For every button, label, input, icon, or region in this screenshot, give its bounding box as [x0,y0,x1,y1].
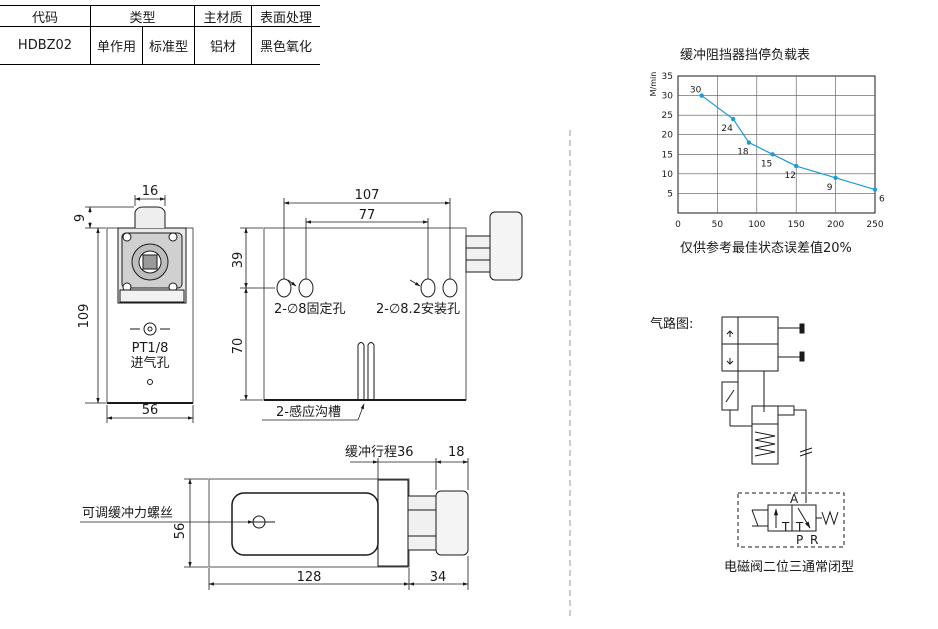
port-caption: 进气孔 [130,355,169,371]
chart-y-tick: 35 [662,72,673,82]
spec-data-row: HDBZ02 单作用 标准型 铝材 黑色氧化 [0,26,321,65]
chart-x-tick: 50 [712,220,724,230]
chart-point [872,187,878,192]
port-t2: T [795,520,804,534]
chart-point [794,163,799,169]
dim-width: 56 [142,403,159,418]
chart-x-tick: 250 [866,220,883,230]
chart-y-tick: 30 [662,92,674,102]
chart-x-tick: 100 [748,220,765,230]
dim-inner: 77 [359,208,376,223]
header-surface: 表面处理 [251,5,321,27]
chart-ticks: 0 50 100 150 200 250 5 10 15 20 25 30 35 [662,72,884,230]
pneumatic-label: 气路图: [650,316,693,332]
chart-title: 缓冲阻挡器挡停负载表 [680,47,810,63]
dim-top-height: 9 [73,214,88,222]
groove-label: 2-感应沟槽 [276,404,341,420]
chart-y-tick: 20 [662,131,674,141]
chart-series: 30 24 18 15 12 9 6 [690,86,885,205]
stroke-label: 缓冲行程36 [345,445,414,460]
chart-point [833,175,838,180]
spec-header-row: 代码 类型 主材质 表面处理 [0,5,321,27]
hole-left-label: 2-∅8固定孔 [274,302,346,317]
chart-point [730,116,736,122]
header-material: 主材质 [194,5,252,27]
cell-material: 铝材 [194,26,252,65]
top-view [208,478,469,568]
dim-bottom-section: 70 [231,338,246,355]
dim-56-top: 56 [173,523,188,540]
cell-code: HDBZ02 [0,26,91,65]
side-view-dimensions [240,198,451,421]
front-view [106,206,194,404]
spec-table: 代码 类型 主材质 表面处理 HDBZ02 单作用 标准型 铝材 黑色氧化 [0,5,321,65]
dim-top-section: 39 [231,252,246,269]
dim-128: 128 [297,570,322,585]
port-t1: T [781,520,790,534]
chart-y-tick: 5 [667,189,673,199]
chart-data-label: 15 [761,159,772,169]
dim-top-width: 16 [142,184,159,199]
chart-y-tick: 15 [662,150,673,160]
port-p: P [796,533,803,547]
chart-y-tick: 10 [662,170,674,180]
chart-data-label: 12 [784,171,795,181]
chart-frame [677,75,876,214]
dim-height: 109 [77,304,92,329]
pneumatic-diagram [721,316,845,548]
chart-x-tick: 200 [827,220,844,230]
cell-action: 单作用 [89,26,143,65]
cell-surface: 黑色氧化 [251,26,321,65]
chart-data-label: 18 [737,148,749,158]
dim-34: 34 [430,570,447,585]
side-view [263,211,523,401]
hole-right-label: 2-∅8.2安装孔 [376,302,460,317]
pneumatic-caption: 电磁阀二位三通常闭型 [724,560,854,575]
chart-data-label: 24 [721,124,733,134]
port-r: R [810,533,818,547]
chart-y-tick: 25 [662,111,673,121]
cell-model: 标准型 [142,26,195,65]
port-a: A [790,492,799,506]
chart-grid [677,75,876,214]
chart-x-tick: 150 [788,220,805,230]
chart-x-tick: 0 [675,220,681,230]
top-view-dimensions [80,458,469,590]
chart-caption: 仅供参考最佳状态误差值20% [680,240,852,256]
chart-point [770,152,775,157]
port-label: PT1/8 [132,341,169,356]
chart-data-label: 9 [827,183,833,193]
chart-point [746,140,752,145]
header-code: 代码 [0,5,91,27]
dim-outer: 107 [355,188,380,203]
screw-label: 可调缓冲力螺丝 [82,506,173,521]
chart-data-label: 30 [690,86,702,96]
header-type: 类型 [89,5,195,27]
chart-point [699,93,704,98]
chart-ylabel: M/min [649,72,658,97]
front-view-dimensions [85,195,194,423]
dim-18: 18 [448,445,465,460]
chart-data-label: 6 [879,195,885,205]
